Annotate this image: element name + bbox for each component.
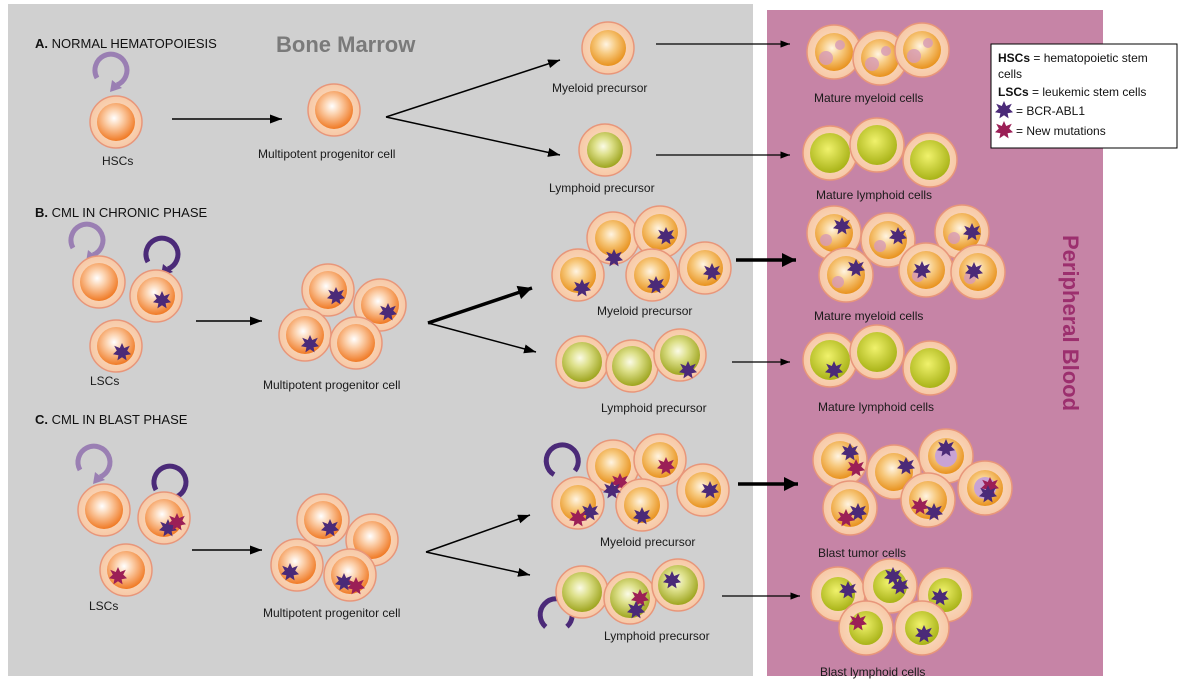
label-a-lymphoid: Lymphoid precursor xyxy=(549,181,655,195)
label-a-mature-myeloid: Mature myeloid cells xyxy=(814,91,923,105)
label-c-blast-tumor: Blast tumor cells xyxy=(818,546,906,560)
cell-icon xyxy=(78,484,130,536)
peripheral-blood-title: Peripheral Blood xyxy=(1058,235,1083,411)
label-a-mature-lymphoid: Mature lymphoid cells xyxy=(816,188,932,202)
mature-myeloid-cells-a xyxy=(807,23,949,85)
cell-icon xyxy=(582,22,634,74)
label-b-mpp: Multipotent progenitor cell xyxy=(263,378,400,392)
svg-text:LSCs = leukemic stem cells: LSCs = leukemic stem cells xyxy=(998,85,1146,99)
label-c-lymphoid: Lymphoid precursor xyxy=(604,629,710,643)
cell-icon xyxy=(138,492,190,544)
section-b-title: B. CML IN CHRONIC PHASE xyxy=(35,205,207,220)
label-c-stem: LSCs xyxy=(89,599,118,613)
section-a-title: A. NORMAL HEMATOPOIESIS xyxy=(35,36,217,51)
section-c-title: C. CML IN BLAST PHASE xyxy=(35,412,188,427)
cell-icon xyxy=(579,124,631,176)
cell-icon xyxy=(100,544,152,596)
label-a-stem: HSCs xyxy=(102,154,133,168)
label-b-myeloid: Myeloid precursor xyxy=(597,304,692,318)
svg-text:HSCs = hematopoietic stem: HSCs = hematopoietic stem xyxy=(998,51,1148,65)
label-b-lymphoid: Lymphoid precursor xyxy=(601,401,707,415)
label-b-mature-myeloid: Mature myeloid cells xyxy=(814,309,923,323)
cell-icon xyxy=(90,320,142,372)
label-c-myeloid: Myeloid precursor xyxy=(600,535,695,549)
label-b-stem: LSCs xyxy=(90,374,119,388)
svg-text:= BCR-ABL1: = BCR-ABL1 xyxy=(1016,104,1085,118)
cell-icon xyxy=(308,84,360,136)
legend: HSCs = hematopoietic stem cells LSCs = l… xyxy=(991,44,1177,148)
cell-icon xyxy=(90,96,142,148)
svg-text:= New mutations: = New mutations xyxy=(1016,124,1106,138)
bone-marrow-title: Bone Marrow xyxy=(276,32,416,57)
label-c-mpp: Multipotent progenitor cell xyxy=(263,606,400,620)
mature-myeloid-cells-b xyxy=(807,205,1005,302)
label-b-mature-lymphoid: Mature lymphoid cells xyxy=(818,400,934,414)
svg-text:cells: cells xyxy=(998,67,1022,81)
cell-icon xyxy=(130,270,182,322)
cell-icon xyxy=(73,256,125,308)
label-c-blast-lymphoid: Blast lymphoid cells xyxy=(820,665,925,679)
label-a-mpp: Multipotent progenitor cell xyxy=(258,147,395,161)
label-a-myeloid: Myeloid precursor xyxy=(552,81,647,95)
